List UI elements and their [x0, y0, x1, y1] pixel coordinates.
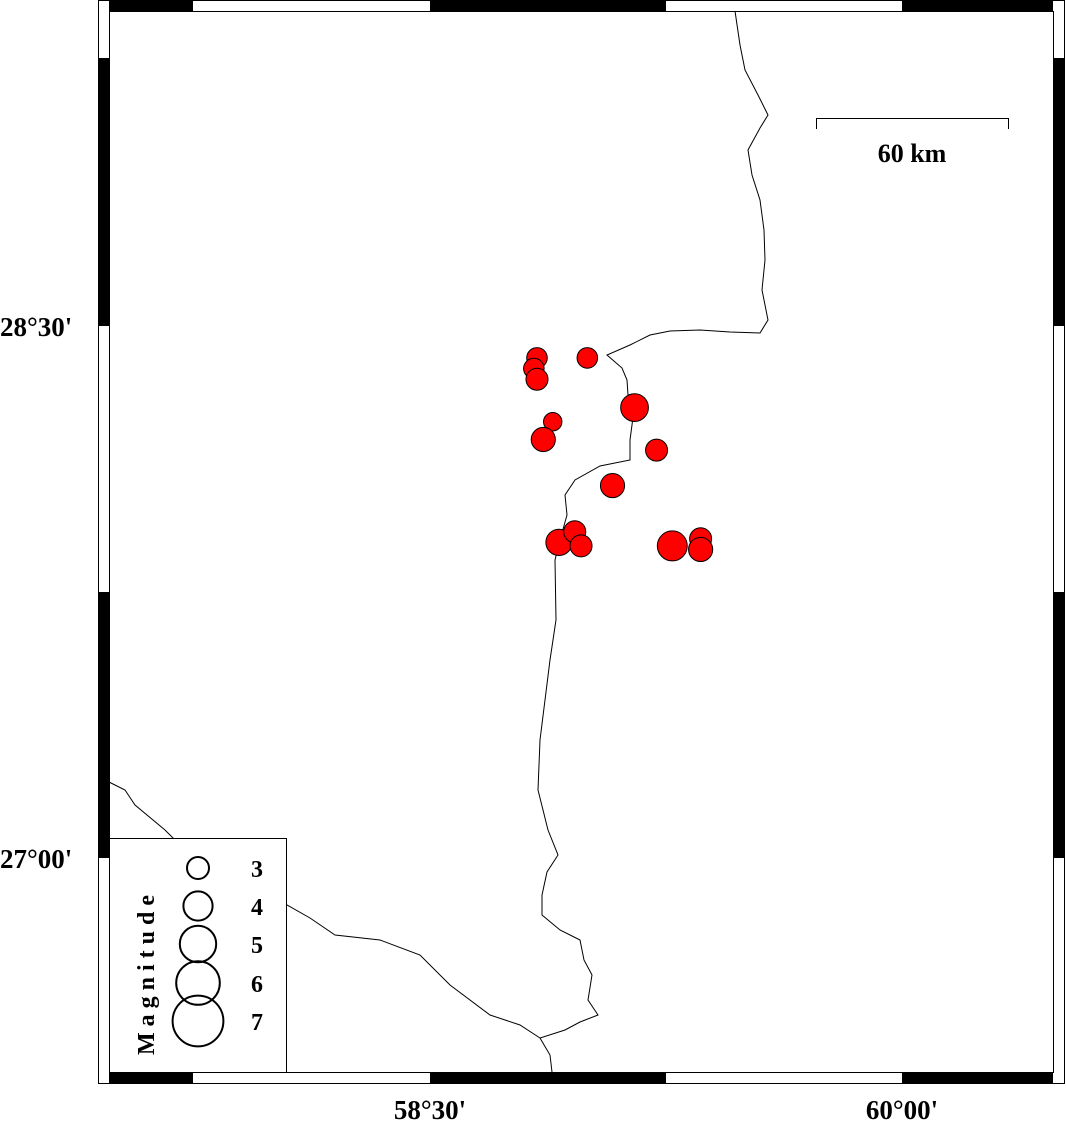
- earthquake-event-marker: [525, 367, 549, 391]
- legend-circle-7: [171, 994, 225, 1048]
- lon-label-58-30: 58°30': [394, 1095, 466, 1123]
- legend-label-4: 4: [251, 895, 263, 921]
- legend-circle-5: [178, 924, 218, 964]
- earthquake-event-marker: [645, 438, 669, 462]
- lat-label-27-00: 27°00': [0, 844, 72, 874]
- lon-label-60-00: 60°00': [866, 1095, 938, 1123]
- legend-circle-4: [182, 890, 214, 922]
- earthquake-event-marker: [656, 530, 688, 562]
- earthquake-event-marker: [530, 426, 556, 453]
- legend-label-5: 5: [251, 933, 263, 959]
- legend-circle-3: [186, 856, 210, 880]
- lat-label-28-30: 28°30': [0, 312, 72, 342]
- legend-title: Magnitude: [134, 889, 160, 1055]
- scale-bar: 60 km: [816, 118, 1009, 168]
- legend-label-7: 7: [251, 1010, 263, 1036]
- earthquake-event-marker: [576, 347, 599, 369]
- legend-label-3: 3: [251, 857, 263, 883]
- earthquake-event-marker: [543, 412, 563, 432]
- earthquake-event-marker: [569, 534, 593, 558]
- earthquake-event-marker: [688, 536, 714, 563]
- country-border-line: [537, 10, 769, 1073]
- earthquake-event-marker: [599, 473, 626, 499]
- scale-bar-label: 60 km: [878, 139, 947, 168]
- magnitude-legend: Magnitude 3 4 5 6 7: [109, 838, 287, 1073]
- province-border-line: [108, 781, 541, 1039]
- earthquake-event-marker: [620, 393, 649, 422]
- legend-circle-6: [175, 960, 221, 1006]
- legend-label-6: 6: [251, 972, 263, 998]
- earthquake-events: [523, 347, 714, 563]
